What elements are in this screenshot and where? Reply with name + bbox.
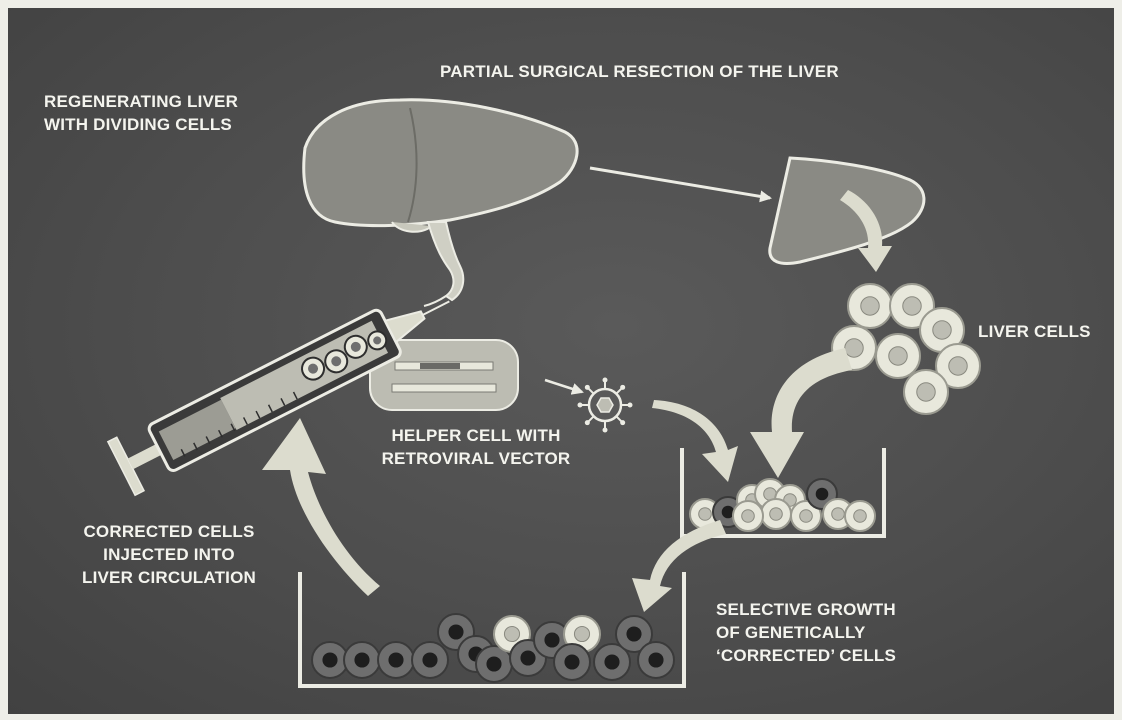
- helper-cell-label: HELPER CELL WITH RETROVIRAL VECTOR: [352, 424, 600, 470]
- liver-cell: [876, 334, 920, 378]
- selective-growth-label: SELECTIVE GROWTH OF GENETICALLY ‘CORRECT…: [716, 598, 896, 667]
- liver-cell: [904, 370, 948, 414]
- corrected-cell: [344, 642, 380, 678]
- vector-to-dish-arrow: [652, 400, 738, 482]
- liver-cells-label: LIVER CELLS: [978, 320, 1091, 343]
- corrected-cells-label: CORRECTED CELLS INJECTED INTO LIVER CIRC…: [58, 520, 280, 589]
- dish-bottom-cells: [312, 614, 674, 682]
- corrected-cell: [554, 644, 590, 680]
- regenerating-liver-label: REGENERATING LIVER WITH DIVIDING CELLS: [44, 90, 238, 136]
- regenerating-liver: [304, 100, 577, 306]
- helper-to-vector-arrow: [545, 380, 582, 392]
- corrected-cell: [312, 642, 348, 678]
- liver-cells-cluster: [832, 284, 980, 414]
- liver-cell: [845, 501, 875, 531]
- resection-arrow: [590, 168, 770, 198]
- liver-cell: [733, 501, 763, 531]
- corrected-cell: [412, 642, 448, 678]
- liver-cell: [848, 284, 892, 328]
- resection-label: PARTIAL SURGICAL RESECTION OF THE LIVER: [440, 60, 839, 83]
- resected-liver-piece: [770, 158, 924, 263]
- corrected-cell: [378, 642, 414, 678]
- dish-to-dish-arrow: [632, 520, 726, 612]
- liver-cell: [761, 499, 791, 529]
- corrected-cell: [638, 642, 674, 678]
- cells-to-dish-arrow: [750, 348, 852, 478]
